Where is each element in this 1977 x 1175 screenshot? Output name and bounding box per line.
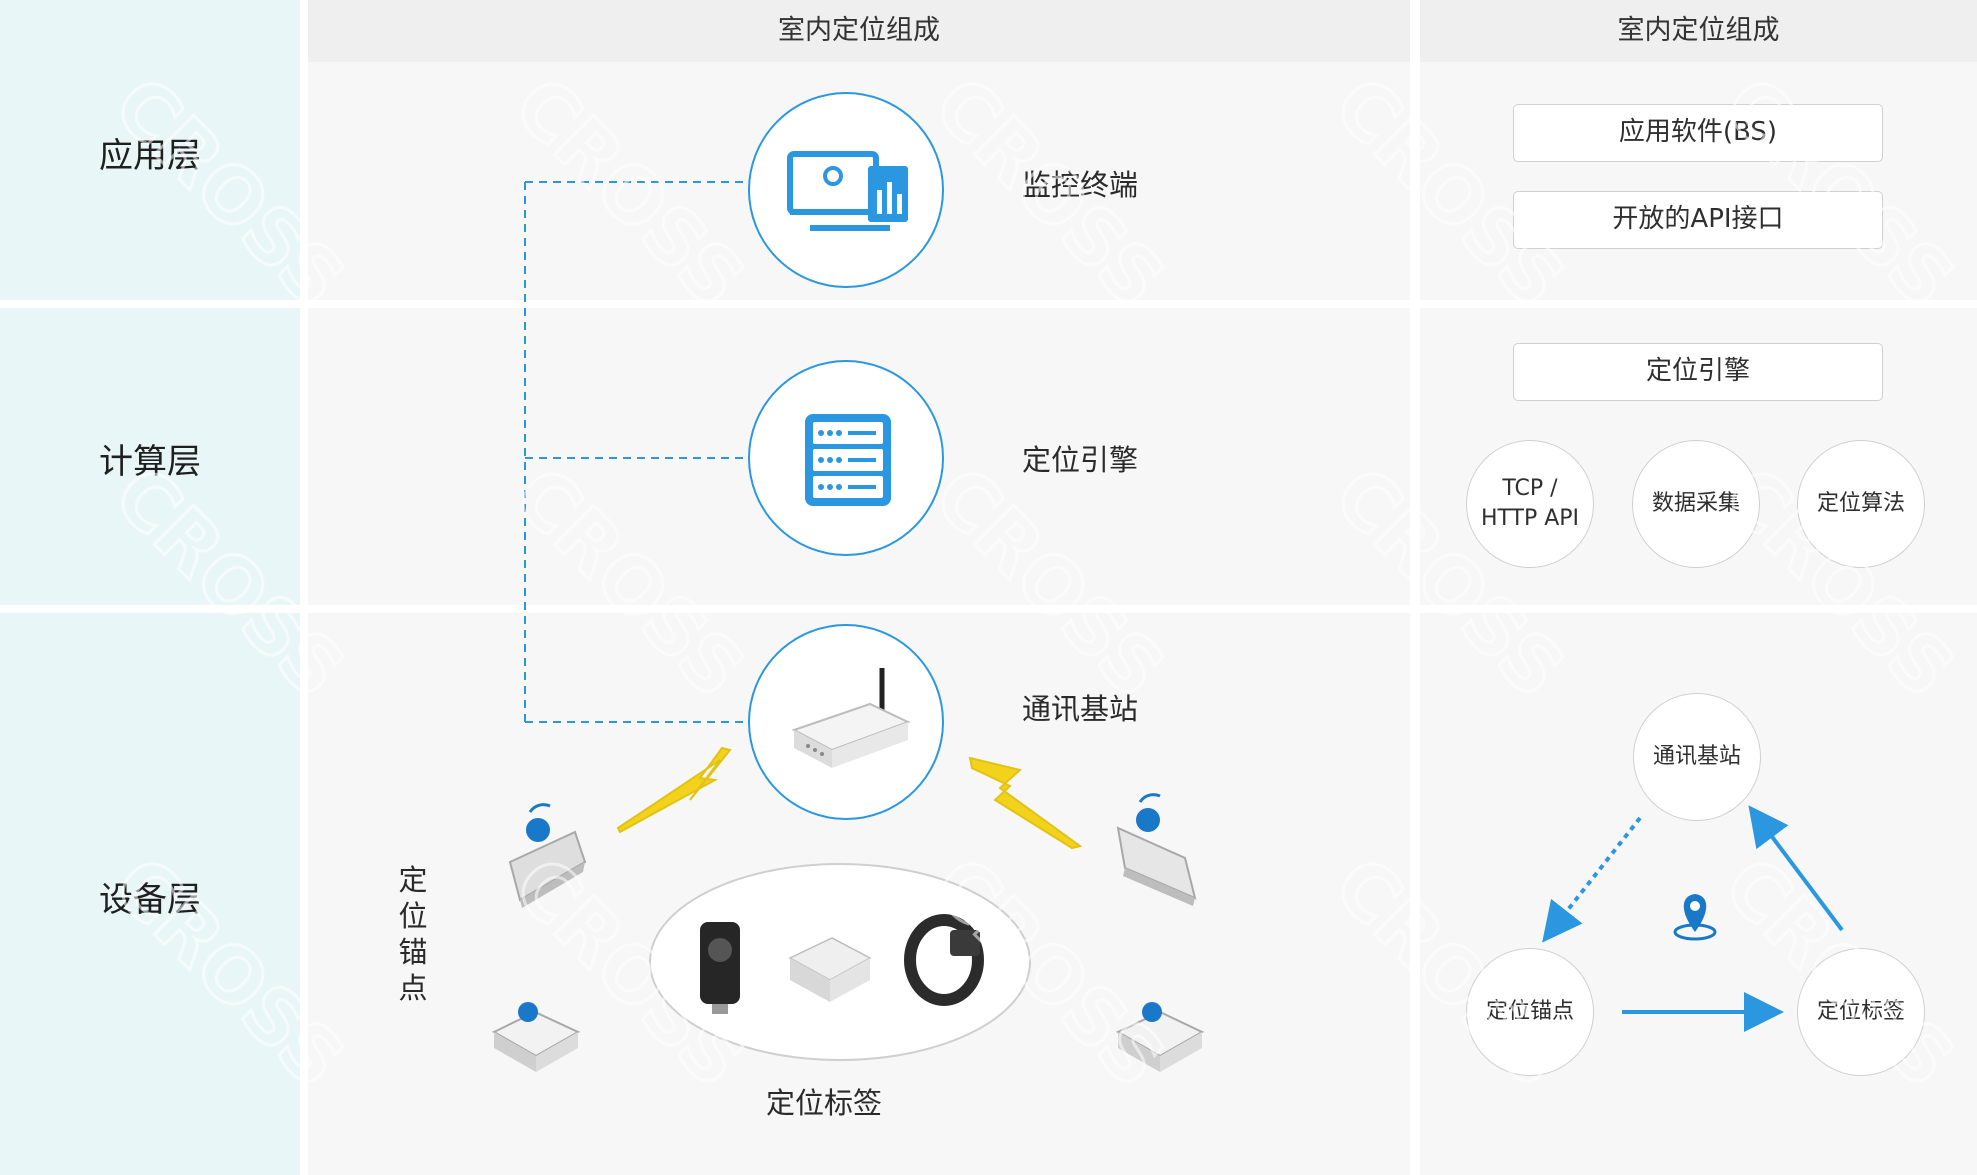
server-icon <box>805 414 891 506</box>
anchor-device-left-top <box>508 803 587 908</box>
app-software-box: 应用软件(BS) <box>1513 104 1883 162</box>
tag-box-device <box>788 937 872 1002</box>
center-header: 室内定位组成 <box>308 0 1410 62</box>
tag-wristband-device <box>904 914 984 1006</box>
positioning-tag-label: 定位标签 <box>766 1086 883 1120</box>
right-header: 室内定位组成 <box>1420 0 1977 62</box>
lightning-bolt-right <box>968 756 1083 850</box>
compute-layer-band <box>0 308 300 605</box>
lightning-bolt-left <box>616 746 732 834</box>
application-layer-band <box>0 0 300 300</box>
engine-box: 定位引擎 <box>1513 343 1883 401</box>
http-api-label: HTTP API <box>1480 506 1580 531</box>
monitor-terminal-node <box>748 92 944 288</box>
data-collection-circle: 数据采集 <box>1632 440 1760 568</box>
row-separator <box>0 605 1977 613</box>
right-tag-label: 定位标签 <box>1816 999 1905 1024</box>
right-flow-arrows <box>1542 805 1844 1032</box>
compute-layer-label: 计算层 <box>99 442 201 482</box>
location-pin-icon <box>1673 894 1717 941</box>
positioning-engine-node <box>748 360 944 556</box>
open-api-box: 开放的API接口 <box>1513 191 1883 249</box>
tcp-http-api-circle: TCP / HTTP API <box>1466 440 1594 568</box>
monitor-terminal-label: 监控终端 <box>1022 168 1139 202</box>
right-base-station-label: 通讯基站 <box>1652 744 1741 769</box>
tcp-label: TCP / <box>1502 476 1558 501</box>
anchor-device-right-bottom <box>1115 1002 1205 1072</box>
right-tag-circle: 定位标签 <box>1797 948 1925 1076</box>
positioning-engine-label: 定位引擎 <box>1022 443 1139 477</box>
positioning-algorithm-label: 定位算法 <box>1816 491 1905 516</box>
right-base-station-circle: 通讯基站 <box>1633 693 1761 821</box>
anchor-device-left-bottom <box>491 1002 581 1072</box>
anchor-device-right-top <box>1116 793 1197 906</box>
row-separator <box>0 300 1977 308</box>
monitor-icon <box>787 151 908 231</box>
comm-base-station-label: 通讯基站 <box>1022 692 1139 726</box>
right-anchor-label: 定位锚点 <box>1485 999 1574 1024</box>
data-collection-label: 数据采集 <box>1651 491 1740 516</box>
router-icon <box>791 668 911 768</box>
right-anchor-circle: 定位锚点 <box>1466 948 1594 1076</box>
dashed-connector <box>524 181 748 723</box>
positioning-algorithm-circle: 定位算法 <box>1797 440 1925 568</box>
comm-base-station-node <box>748 624 944 820</box>
device-layer-label: 设备层 <box>99 880 201 920</box>
tag-badge-device <box>700 922 740 1014</box>
positioning-anchor-label: 定位锚点 <box>398 863 428 1005</box>
device-layer-band <box>0 613 300 1175</box>
application-layer-label: 应用层 <box>99 136 201 176</box>
